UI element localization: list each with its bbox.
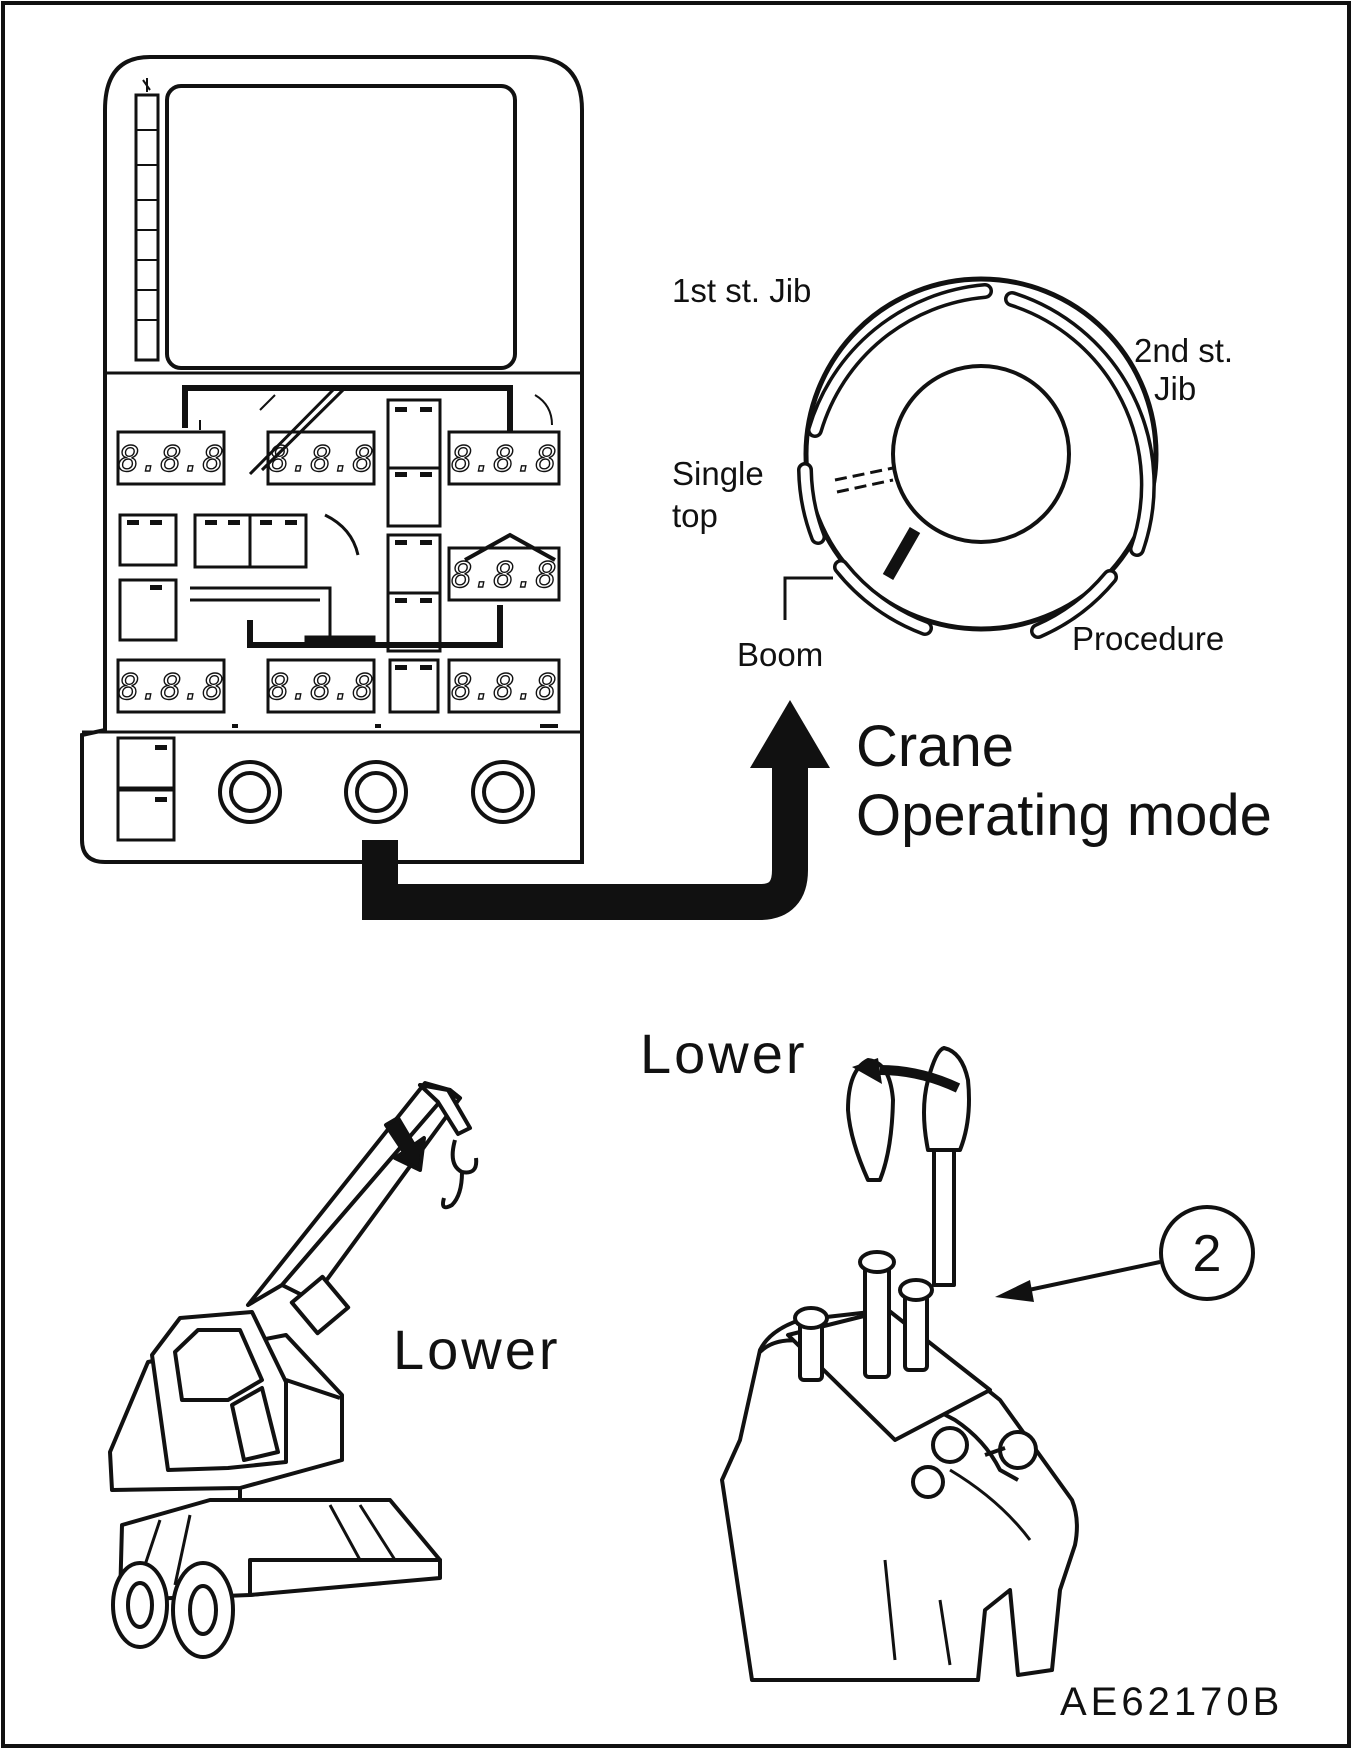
lever-stubs	[793, 1250, 1038, 1499]
bar-gauge	[134, 93, 160, 362]
dial-outer-ring	[803, 276, 1159, 632]
wiring-block	[304, 635, 376, 647]
readout-box-4: 8.8.8	[447, 546, 561, 602]
label-1st-st-jib: 1st st. Jib	[672, 272, 812, 309]
lever-lower-arrow-icon	[879, 1065, 961, 1093]
readout-box-7: 8.8.8	[447, 658, 561, 714]
boom-lower-label: Lower	[393, 1318, 561, 1381]
lcd-screen	[165, 84, 517, 370]
label-single-line2: top	[672, 497, 718, 534]
boom-tip	[418, 1083, 472, 1136]
readout-6: 8.8.8	[268, 668, 373, 708]
label-boom: Boom	[737, 636, 824, 673]
label-single-line1: Single	[672, 455, 764, 492]
lever-2-shaft	[932, 1148, 956, 1287]
dial-position-jib1[interactable]	[807, 283, 993, 438]
readout-2: 8.8.8	[268, 440, 373, 480]
hook-icon	[450, 1139, 479, 1175]
label-2nd-st-line2: Jib	[1154, 370, 1197, 407]
mode-selector-dial	[783, 276, 1159, 639]
readout-5: 8.8.8	[118, 668, 223, 708]
knob-right[interactable]	[471, 760, 535, 824]
lever-2-ghost-grip	[846, 1058, 895, 1182]
boom-lower-arrow-icon	[384, 1116, 426, 1172]
label-procedure: Procedure	[1072, 620, 1225, 657]
readout-box-6: 8.8.8	[266, 658, 376, 714]
mode-arrowhead-icon	[750, 700, 830, 768]
indicator-lamp-marks	[127, 407, 432, 802]
wiring-main-top	[182, 385, 513, 433]
crane-boom	[246, 1081, 452, 1307]
boom-leader-line	[783, 576, 833, 620]
wiring-ticks	[199, 394, 553, 430]
knob-marks	[232, 724, 558, 728]
mode-connector-arrow	[362, 760, 808, 920]
gauge-symbol-icon	[142, 78, 151, 92]
callout-arrowhead-icon	[995, 1280, 1034, 1302]
label-2nd-st-line1: 2nd st.	[1134, 332, 1234, 369]
knob-left[interactable]	[218, 760, 282, 824]
readout-box-3: 8.8.8	[447, 430, 561, 486]
callout-2-circle	[1159, 1205, 1255, 1301]
rotate-arrow-icon	[324, 513, 360, 556]
triangle-indicator-icon	[464, 532, 556, 562]
crane-wheel-front	[171, 1561, 235, 1659]
crane-mode-line1: Crane	[856, 714, 1014, 779]
readout-4: 8.8.8	[451, 556, 556, 596]
lever-console	[720, 1308, 1079, 1682]
lever-2-grip[interactable]	[922, 1046, 971, 1152]
readout-box-1: 8.8.8	[116, 430, 226, 486]
figure-code: AE62170B	[1060, 1680, 1284, 1724]
lever-lower-label: Lower	[640, 1022, 808, 1085]
indicator-lamps	[116, 398, 442, 842]
crane-illustration	[108, 1081, 479, 1659]
readout-3: 8.8.8	[451, 440, 556, 480]
dial-dashed-mark	[834, 466, 894, 482]
control-knobs	[218, 760, 535, 824]
cab-window	[173, 1328, 264, 1402]
readout-7: 8.8.8	[451, 668, 556, 708]
crane-mode-line2: Operating mode	[856, 783, 1272, 848]
monitor-panel	[80, 55, 584, 864]
knob-middle[interactable]	[344, 760, 408, 824]
bar-gauge-segments	[136, 129, 158, 321]
readout-box-2: 8.8.8	[266, 430, 376, 486]
readout-1: 8.8.8	[118, 440, 223, 480]
readout-box-5: 8.8.8	[116, 658, 226, 714]
monitor-housing	[80, 55, 584, 864]
control-lever-illustration	[720, 1046, 1255, 1682]
callout-2-number: 2	[1193, 1225, 1222, 1283]
dial-knob[interactable]	[891, 364, 1071, 544]
wiring-inner	[190, 586, 332, 640]
crane-wheel-rear	[111, 1561, 169, 1649]
dial-pointer	[882, 527, 921, 580]
